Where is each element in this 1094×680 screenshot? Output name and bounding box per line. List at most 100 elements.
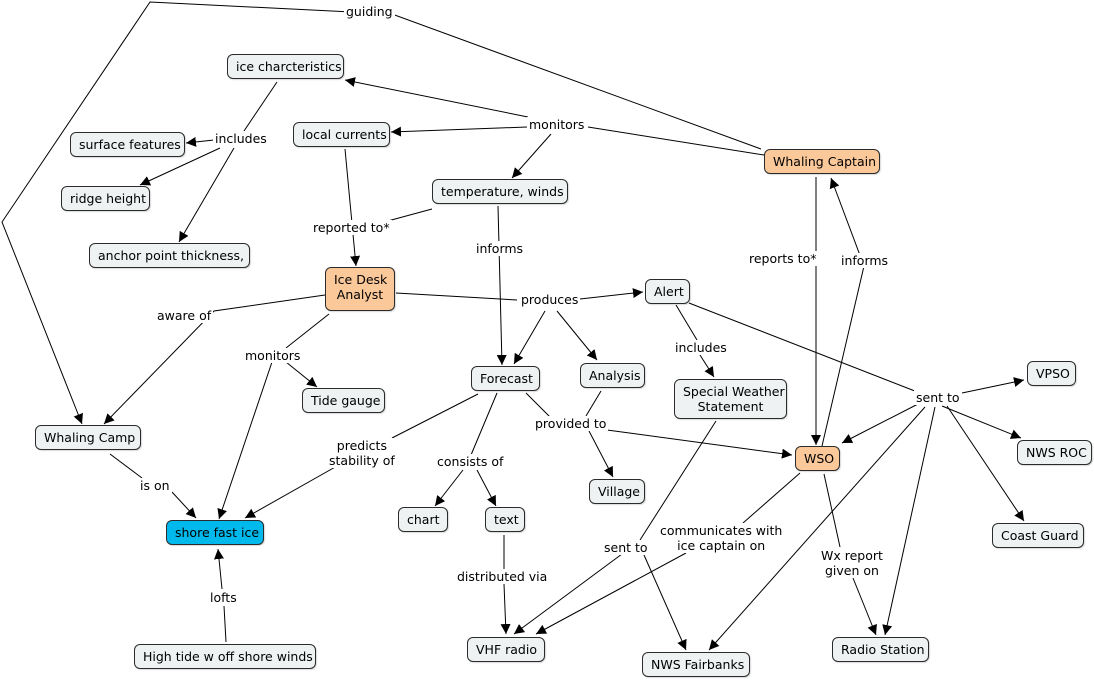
node-alert[interactable]: Alert — [645, 279, 690, 304]
connector-analyst-to-produces — [395, 292, 518, 301]
node-whaling-captain[interactable]: Whaling Captain — [764, 149, 880, 174]
connector-forecast-to-provided — [525, 392, 551, 418]
connector-monitors-to-ice-char — [344, 77, 529, 118]
link-label-predicts-line1: predicts — [336, 438, 387, 453]
link-label-reports-to: reports to* — [747, 251, 819, 266]
link-label-wx-report-line2: given on — [824, 563, 879, 578]
link-label-communicates-line2: ice captain on — [677, 538, 766, 553]
connector-forecast-to-consists — [470, 392, 498, 456]
connector-wxreport-to-radio — [852, 577, 877, 636]
link-label-wx-report-line1: Wx report — [821, 548, 883, 563]
connector-sentto-to-vhf — [513, 553, 623, 635]
node-nws-roc[interactable]: NWS ROC — [1017, 440, 1092, 465]
node-whaling-camp[interactable]: Whaling Camp — [35, 425, 141, 450]
node-wso[interactable]: WSO — [795, 446, 840, 471]
link-label-consists-of: consists of — [435, 454, 506, 469]
connector-sent-to-nwsroc — [941, 405, 1022, 439]
node-text[interactable]: text — [485, 507, 525, 532]
connector-analyst-to-camp — [103, 294, 326, 425]
connector-predicts-to-shore — [244, 465, 338, 519]
connector-camp-to-is-on — [109, 453, 143, 479]
node-vpso[interactable]: VPSO — [1027, 361, 1076, 386]
connector-analyst-to-monitors — [285, 313, 330, 349]
link-label-aware-of: aware of — [155, 308, 214, 323]
link-label-wx-report: Wx report given on — [819, 548, 885, 578]
link-label-produces: produces — [519, 292, 581, 307]
node-ice-desk-analyst-line1: Ice Desk — [334, 272, 388, 287]
connector-produces-to-forecast — [513, 310, 546, 365]
node-shore-fast-ice[interactable]: shore fast ice — [166, 520, 264, 545]
node-local-currents[interactable]: local currents — [293, 122, 390, 147]
node-analysis[interactable]: Analysis — [580, 363, 645, 388]
connector-provided-to-wso — [606, 429, 793, 459]
connector-produces-to-alert — [579, 288, 644, 300]
node-nws-fairbanks[interactable]: NWS Fairbanks — [642, 652, 750, 677]
connector-wso-to-captain — [821, 177, 865, 447]
link-label-includes-alert: includes — [673, 340, 729, 355]
connector-distributed-to-vhf — [500, 583, 511, 635]
node-radio-station[interactable]: Radio Station — [832, 637, 929, 662]
connector-monitors-to-temp — [511, 133, 552, 179]
node-chart[interactable]: chart — [398, 507, 448, 532]
connector-forecast-to-predicts — [391, 393, 479, 439]
connector-captain-to-monitors — [587, 126, 765, 156]
node-temperature-winds[interactable]: temperature, winds — [432, 179, 568, 204]
link-label-provided-to: provided to — [533, 416, 609, 431]
connector-sent-to-fairbanks — [708, 406, 926, 651]
link-label-guiding: guiding — [344, 4, 395, 19]
link-label-is-on: is on — [138, 478, 172, 493]
connector-lofts-to-shore — [214, 548, 224, 590]
connector-ice-char-to-includes — [243, 81, 278, 132]
connector-sent-to-wso — [841, 403, 919, 444]
connector-guiding-to-camp — [1, 1, 762, 425]
link-label-informs-wso: informs — [839, 253, 891, 268]
link-label-distributed-via: distributed via — [455, 569, 550, 584]
connector-sws-to-sentto — [639, 420, 717, 541]
node-ice-desk-analyst[interactable]: Ice Desk Analyst — [325, 267, 395, 311]
connector-wso-to-communicates — [742, 472, 801, 524]
node-ice-characteristics[interactable]: ice charcteristics — [227, 54, 344, 79]
connector-communicates-to-vhf — [535, 552, 687, 635]
connector-temp-to-forecast — [496, 205, 507, 366]
connector-alert-to-sent — [688, 302, 921, 394]
connector-provided-to-village — [588, 430, 614, 478]
node-tide-gauge[interactable]: Tide gauge — [302, 388, 385, 413]
node-special-weather-statement[interactable]: Special Weather Statement — [674, 379, 787, 419]
connector-includes-to-surface — [185, 136, 215, 147]
link-label-sent-to-sws: sent to — [602, 540, 650, 555]
link-label-monitors-analyst: monitors — [243, 348, 303, 363]
link-label-lofts: lofts — [208, 590, 239, 605]
connector-sent-to-coastguard — [946, 405, 1025, 522]
connector-monitors-to-shore — [217, 361, 273, 520]
node-surface-features[interactable]: surface features — [70, 132, 185, 157]
node-anchor-point-thickness[interactable]: anchor point thickness, — [89, 243, 250, 268]
link-label-communicates-line1: communicates with — [660, 523, 783, 538]
connector-currents-to-analyst — [344, 148, 361, 267]
connector-includes-to-anchor — [178, 147, 235, 243]
connector-hightide-to-lofts — [223, 605, 227, 643]
node-ice-desk-analyst-line2: Analyst — [336, 287, 384, 302]
connector-monitors-to-tide — [285, 361, 318, 388]
link-label-informs-temp: informs — [474, 241, 526, 256]
connector-includes-to-ridge — [139, 147, 221, 186]
connector-monitors-to-currents — [390, 126, 528, 137]
link-label-predicts-line2: stability of — [329, 453, 395, 468]
connector-consists-to-chart — [434, 469, 464, 507]
node-coast-guard[interactable]: Coast Guard — [992, 523, 1084, 548]
link-label-monitors-top: monitors — [527, 117, 587, 132]
connector-sent-to-vpso — [961, 377, 1025, 394]
node-high-tide[interactable]: High tide w off shore winds — [134, 644, 316, 669]
node-village[interactable]: Village — [589, 479, 645, 504]
node-vhf-radio[interactable]: VHF radio — [467, 637, 545, 662]
connector-sent-to-radio — [882, 406, 936, 636]
node-forecast[interactable]: Forecast — [471, 366, 540, 391]
node-special-weather-line1: Special Weather — [683, 384, 785, 399]
connector-analysis-to-provided — [585, 390, 602, 417]
link-label-includes-ice: includes — [213, 131, 269, 146]
connector-sentto-to-fairbanks — [643, 554, 687, 651]
connector-temp-to-reported — [383, 208, 433, 223]
node-ridge-height[interactable]: ridge height — [61, 186, 150, 211]
connector-includes-to-sws — [699, 354, 715, 378]
connector-wso-to-wxreport — [823, 473, 841, 548]
